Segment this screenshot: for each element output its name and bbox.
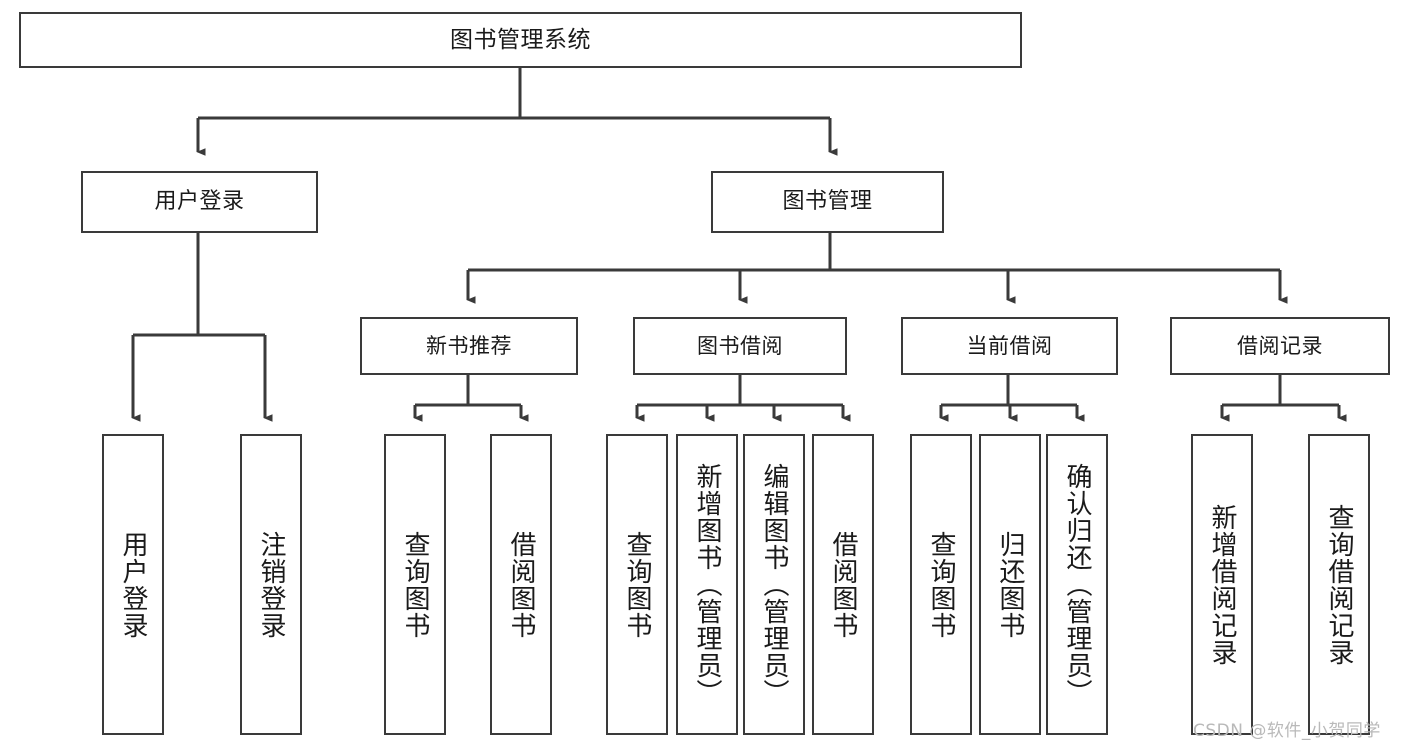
node-new-book-recommend[interactable]: 新书推荐 bbox=[360, 317, 578, 375]
node-book-management-label: 图书管理 bbox=[782, 189, 873, 215]
leaf-current-confirm-return-label: 确认归还（管理员） bbox=[1062, 463, 1093, 706]
leaf-borrow-add-book-label: 新增图书（管理员） bbox=[692, 463, 723, 706]
leaf-current-query-book-label: 查询图书 bbox=[926, 530, 957, 639]
node-root-label: 图书管理系统 bbox=[450, 26, 591, 53]
leaf-records-add[interactable]: 新增借阅记录 bbox=[1191, 434, 1253, 735]
node-current-borrow-label: 当前借阅 bbox=[966, 333, 1053, 358]
csdn-watermark: CSDN @软件_小贺同学 bbox=[1193, 721, 1381, 741]
node-book-borrow-label: 图书借阅 bbox=[697, 333, 783, 358]
leaf-borrow-query-book[interactable]: 查询图书 bbox=[606, 434, 668, 735]
leaf-new-book-query[interactable]: 查询图书 bbox=[384, 434, 446, 735]
leaf-new-book-borrow-label: 借阅图书 bbox=[506, 530, 537, 639]
leaf-user-login-signin[interactable]: 用户登录 bbox=[102, 434, 164, 735]
node-root[interactable]: 图书管理系统 bbox=[19, 12, 1022, 68]
node-book-borrow[interactable]: 图书借阅 bbox=[633, 317, 847, 375]
leaf-user-login-signin-label: 用户登录 bbox=[118, 530, 149, 639]
leaf-current-confirm-return[interactable]: 确认归还（管理员） bbox=[1046, 434, 1108, 735]
leaf-borrow-edit-book[interactable]: 编辑图书（管理员） bbox=[743, 434, 805, 735]
node-user-login-label: 用户登录 bbox=[154, 189, 245, 215]
leaf-records-query-label: 查询借阅记录 bbox=[1324, 503, 1355, 666]
leaf-user-login-signout-label: 注销登录 bbox=[256, 530, 287, 639]
leaf-records-query[interactable]: 查询借阅记录 bbox=[1308, 434, 1370, 735]
node-current-borrow[interactable]: 当前借阅 bbox=[901, 317, 1118, 375]
leaf-records-add-label: 新增借阅记录 bbox=[1207, 503, 1238, 666]
leaf-current-query-book[interactable]: 查询图书 bbox=[910, 434, 972, 735]
leaf-borrow-edit-book-label: 编辑图书（管理员） bbox=[759, 463, 790, 706]
leaf-borrow-add-book[interactable]: 新增图书（管理员） bbox=[676, 434, 738, 735]
node-borrow-records[interactable]: 借阅记录 bbox=[1170, 317, 1390, 375]
leaf-borrow-borrow-book[interactable]: 借阅图书 bbox=[812, 434, 874, 735]
node-user-login[interactable]: 用户登录 bbox=[81, 171, 318, 233]
leaf-current-return-book[interactable]: 归还图书 bbox=[979, 434, 1041, 735]
node-book-management[interactable]: 图书管理 bbox=[711, 171, 944, 233]
node-new-book-recommend-label: 新书推荐 bbox=[426, 333, 512, 358]
leaf-new-book-borrow[interactable]: 借阅图书 bbox=[490, 434, 552, 735]
leaf-current-return-book-label: 归还图书 bbox=[995, 530, 1026, 639]
leaf-user-login-signout[interactable]: 注销登录 bbox=[240, 434, 302, 735]
leaf-borrow-borrow-book-label: 借阅图书 bbox=[828, 530, 859, 639]
leaf-borrow-query-book-label: 查询图书 bbox=[622, 530, 653, 639]
node-borrow-records-label: 借阅记录 bbox=[1237, 333, 1323, 358]
leaf-new-book-query-label: 查询图书 bbox=[400, 530, 431, 639]
